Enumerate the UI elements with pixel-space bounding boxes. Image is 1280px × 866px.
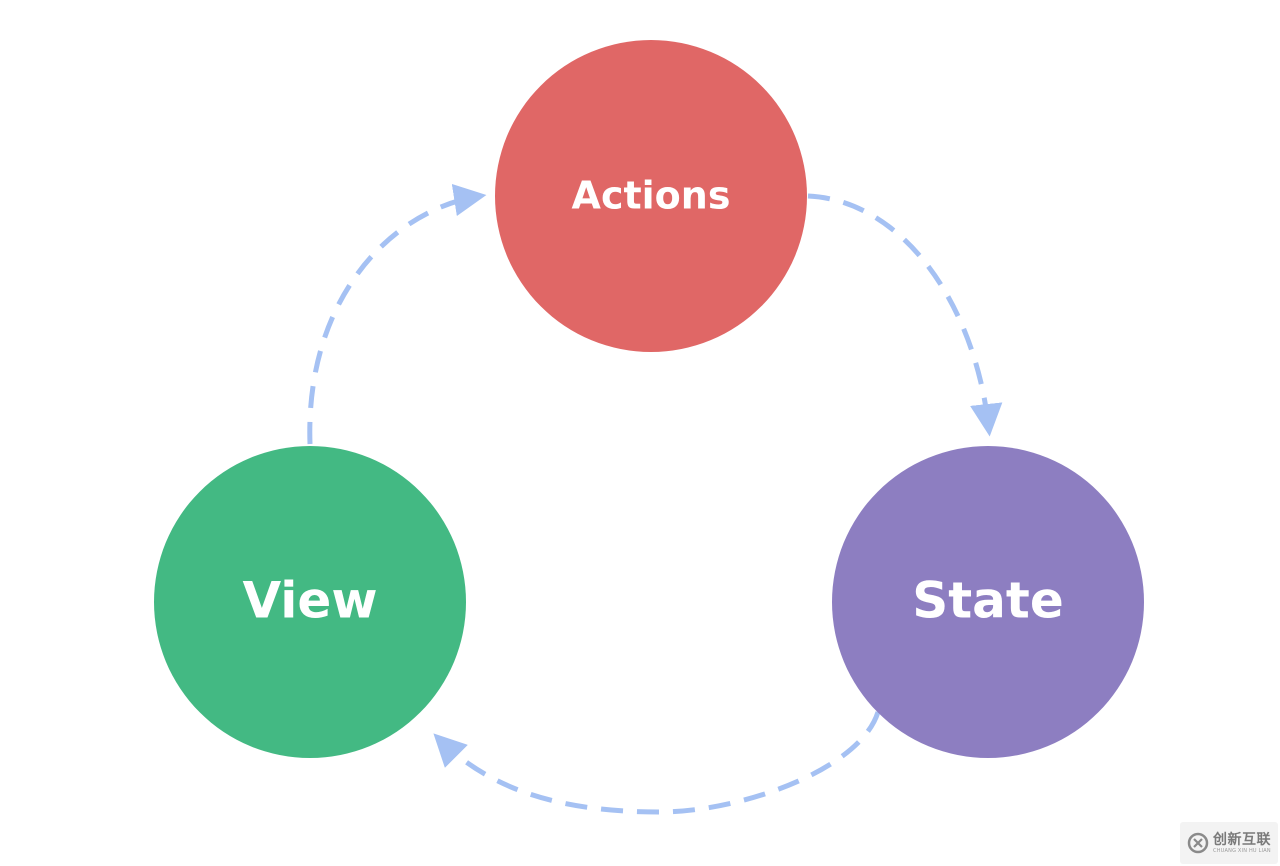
brand-logo-icon [1187,832,1209,854]
watermark-logo: 创新互联 CHUANG XIN HU LIAN [1180,822,1278,864]
view-label: View [242,572,377,630]
state-label: State [912,572,1063,630]
actions-circle [495,40,807,352]
watermark-text: 创新互联 [1213,831,1271,848]
flow-arrow-state-to-view [433,711,881,815]
actions-label: Actions [572,174,731,218]
state-node: State [832,446,1144,758]
flow-arrow-actions-to-state [807,193,1003,437]
watermark-subtext: CHUANG XIN HU LIAN [1213,847,1271,854]
view-node: View [154,446,466,758]
flow-arrow-view-to-actions [307,183,487,445]
state-circle [832,446,1144,758]
view-circle [154,446,466,758]
actions-node: Actions [495,40,807,352]
